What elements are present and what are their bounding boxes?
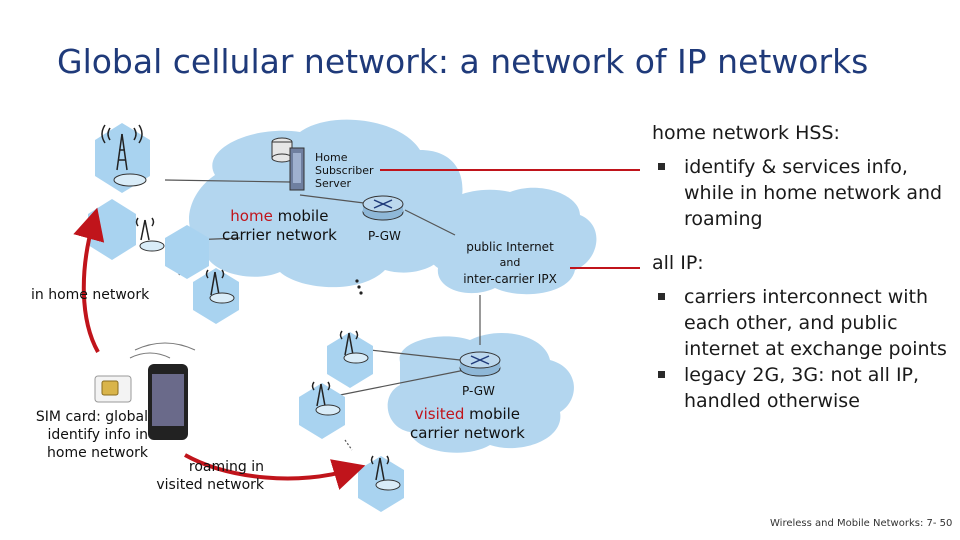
visited-network-label: visited mobile carrier network [410,405,525,442]
base-station-icon [315,404,341,416]
home-network-cloud [188,119,463,288]
hss-server-icon [271,137,305,191]
hss-heading: home network HSS: [652,122,840,144]
sim-card-label: SIM card: global identify info in home n… [35,409,148,461]
hss-bullet-list: identify & services info, while in home … [652,154,952,232]
base-station-icon [209,292,235,304]
ip-bullet: legacy 2G, 3G: not all IP, handled other… [652,362,952,414]
tower-icons [101,124,390,481]
ip-bullet-list: carriers interconnect with each other, a… [652,284,952,414]
cell-tower-icon [339,330,359,356]
pgw-home-label: P-GW [368,229,401,243]
pgw-visited-label: P-GW [462,384,495,398]
network-diagram [73,119,640,512]
cell-tower-icon [135,217,155,241]
internet-cloud [426,187,597,295]
cell-hexagon [165,225,209,279]
cell-tower-icon [370,455,390,481]
base-station-icon [113,173,147,187]
ip-bullet: carriers interconnect with each other, a… [652,284,952,362]
pgw-home-router-icon [362,195,404,221]
right-panel: home network HSS: identify & services in… [652,122,952,414]
base-station-icon [139,240,165,252]
base-stations [113,173,401,491]
base-station-icon [343,352,369,364]
slide-footer: Wireless and Mobile Networks: 7- 50 [770,518,953,529]
hss-bullet: identify & services info, while in home … [652,154,952,232]
cell-hexagon [88,199,136,260]
cell-tower-icon [101,124,143,171]
smartphone-icon [129,342,196,440]
ellipsis-dots [355,279,363,295]
cell-tower-icon [205,269,225,296]
internet-label: public Internet and inter-carrier IPX [463,240,557,286]
cell-tower-icon [311,381,331,407]
visited-network-cloud [387,332,574,453]
pgw-visited-router-icon [459,351,501,377]
hss-label: Home Subscriber Server [315,151,374,190]
slide-title: Global cellular network: a network of IP… [57,42,869,81]
base-station-icon [375,479,401,491]
roaming-arrow [184,453,366,490]
home-network-label: home mobile carrier network [222,207,337,244]
roaming-label: roaming in visited network [156,459,264,493]
sim-card-icon [94,375,132,403]
callout-lines [380,169,640,269]
ip-heading: all IP: [652,252,704,274]
mobility-arrow [73,207,105,353]
in-home-network-label: in home network [31,287,150,303]
